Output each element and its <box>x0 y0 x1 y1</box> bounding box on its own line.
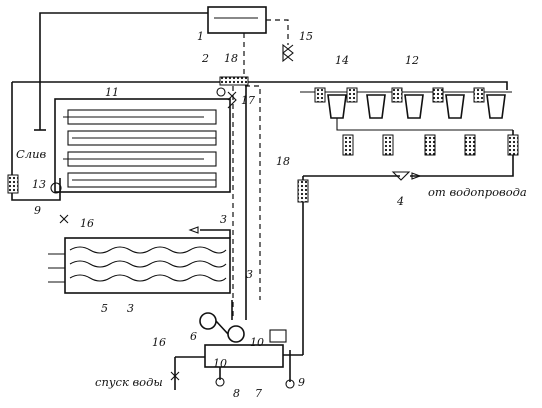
label-18-right: 18 <box>276 155 290 168</box>
label-3-right: 3 <box>246 268 253 281</box>
condenser-11 <box>54 98 231 193</box>
label-14: 14 <box>335 54 349 67</box>
label-6: 6 <box>190 330 197 343</box>
label-7: 7 <box>255 387 262 400</box>
pump-10 <box>227 325 245 343</box>
label-5: 5 <box>101 302 108 315</box>
label-16-left: 16 <box>80 217 94 230</box>
filter-18-lower <box>297 179 309 203</box>
label-10-bottom: 10 <box>213 357 227 370</box>
label-11: 11 <box>105 86 119 99</box>
label-2: 2 <box>201 52 209 65</box>
filter-13 <box>7 174 19 194</box>
label-17: 17 <box>241 94 255 107</box>
label-9-left: 9 <box>34 204 41 217</box>
label-13: 13 <box>32 178 46 191</box>
water-supply-caption: от водопровода <box>428 185 527 199</box>
main-circuit-line <box>12 81 508 90</box>
tank-7 <box>204 344 284 368</box>
gauge-8 <box>215 377 225 387</box>
valve-4 <box>391 171 411 181</box>
label-9-bottom: 9 <box>298 376 305 389</box>
consumer-units-12 <box>300 87 519 156</box>
valve-17 <box>227 91 237 109</box>
label-16-bottom: 16 <box>152 336 166 349</box>
valve-16-left <box>59 214 69 224</box>
tank-1 <box>207 6 267 34</box>
valve-15 <box>282 43 294 63</box>
filter-18-upper <box>219 76 249 86</box>
label-12: 12 <box>405 54 419 67</box>
label-18-top: 18 <box>224 52 238 65</box>
drain-caption: Слив <box>16 147 47 161</box>
gauge-9-left <box>50 182 62 194</box>
label-3-lower: 3 <box>127 302 134 315</box>
label-8: 8 <box>233 387 240 400</box>
label-3-upper: 3 <box>220 213 227 226</box>
gauge-2 <box>216 87 226 97</box>
valve-16-bottom <box>170 371 180 381</box>
label-1: 1 <box>197 30 204 43</box>
water-release-caption: спуск воды <box>95 375 163 389</box>
evaporator-5 <box>64 237 231 294</box>
pump-6 <box>199 312 217 330</box>
label-10-right: 10 <box>250 336 264 349</box>
gauge-9-bottom <box>285 379 295 389</box>
label-4: 4 <box>396 195 404 208</box>
label-15: 15 <box>299 30 313 43</box>
